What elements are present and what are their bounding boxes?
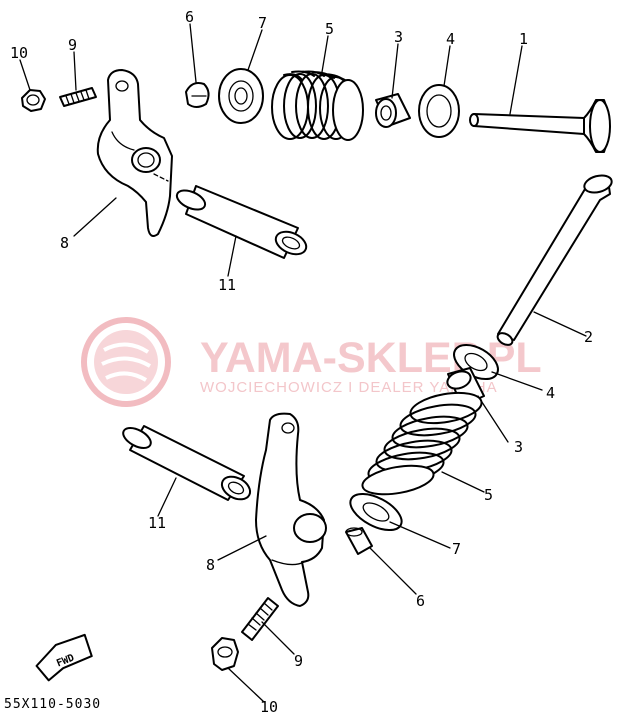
valve-cotter-6-top [185, 82, 210, 108]
callout-6-bottom: 6 [416, 592, 425, 610]
nut-10-bottom [211, 637, 239, 671]
callout-6-top: 6 [185, 8, 194, 26]
callout-9-bottom: 9 [294, 652, 303, 670]
adjusting-screw-9-bottom [241, 597, 279, 641]
diagram-code: 55X110-5030 [4, 697, 101, 712]
rocker-shaft-11-top [153, 173, 308, 259]
callout-4-top: 4 [446, 30, 455, 48]
intake-valve-1 [469, 99, 611, 153]
spring-retainer-7-bottom [349, 492, 403, 532]
rocker-arm-8-bottom [255, 412, 327, 607]
watermark-logo [81, 317, 171, 407]
spring-retainer-7-top [218, 68, 264, 124]
callout-2: 2 [584, 328, 593, 346]
callout-4-bottom: 4 [546, 384, 555, 402]
callout-11-top: 11 [218, 276, 236, 294]
callout-10-bottom: 10 [260, 698, 278, 716]
callout-3-bottom: 3 [514, 438, 523, 456]
callout-1-top: 1 [519, 30, 528, 48]
exhaust-valve-2 [496, 174, 613, 346]
callout-10-top: 10 [10, 44, 28, 62]
callout-11-bottom: 11 [148, 514, 166, 532]
callout-7-bottom: 7 [452, 540, 461, 558]
leader-lines [19, 23, 587, 703]
valve-stem-seal-3-top [375, 93, 411, 128]
valve-spring-5-bottom [361, 391, 483, 496]
rocker-arm-8-top [96, 69, 173, 237]
callout-3-top: 3 [394, 28, 403, 46]
callout-5-top: 5 [325, 20, 334, 38]
callout-9-top: 9 [68, 36, 77, 54]
adjusting-screw-9-top [59, 87, 97, 107]
nut-10-top [21, 89, 46, 112]
spring-seat-4-top [418, 84, 460, 138]
forward-arrow-icon: FWD [35, 633, 93, 682]
callout-5-bottom: 5 [484, 486, 493, 504]
rocker-shaft-11-bottom [122, 425, 252, 501]
callout-8-bottom: 8 [206, 556, 215, 574]
valve-spring-5-top [271, 70, 364, 141]
valve-cotter-6-bottom [345, 527, 373, 555]
watermark-subtitle: WOJCIECHOWICZ I DEALER YAMAHA [200, 379, 498, 396]
callout-8-top: 8 [60, 234, 69, 252]
callout-7-top: 7 [258, 14, 267, 32]
